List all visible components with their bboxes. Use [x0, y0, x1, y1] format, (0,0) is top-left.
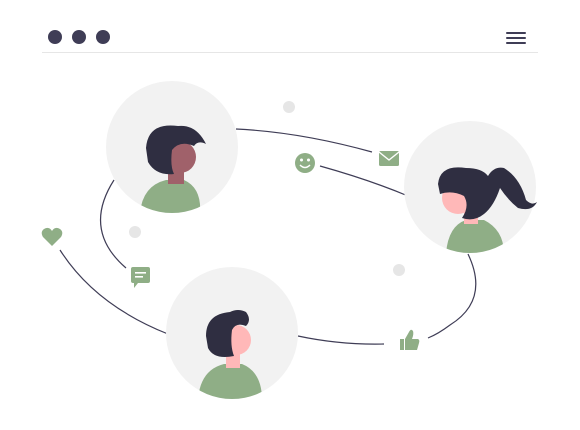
window-controls: [48, 30, 110, 44]
decor-dot: [283, 101, 295, 113]
chat-bubble-icon: [131, 267, 150, 288]
decor-dot: [393, 264, 405, 276]
shirt: [140, 180, 201, 213]
connection-line: [235, 128, 373, 153]
connection-line: [319, 165, 409, 197]
thumbs-up-icon: [400, 329, 420, 350]
window-dot-icon[interactable]: [72, 30, 86, 44]
window-dot-icon[interactable]: [48, 30, 62, 44]
person-right[interactable]: [404, 121, 537, 254]
hamburger-menu-icon[interactable]: [506, 31, 526, 45]
hair: [206, 310, 249, 357]
connection-lines: [59, 128, 477, 345]
connection-line: [59, 249, 169, 335]
window-dot-icon[interactable]: [96, 30, 110, 44]
envelope-icon: [378, 151, 400, 166]
person-top-left[interactable]: [106, 81, 238, 214]
connection-line: [297, 335, 385, 345]
hair: [438, 167, 537, 220]
connection-line: [427, 253, 477, 339]
decor-dot: [129, 226, 141, 238]
person-bottom[interactable]: [166, 267, 298, 400]
window-titlebar: [42, 22, 538, 53]
hair: [146, 125, 206, 175]
heart-icon: [41, 227, 63, 246]
shirt: [446, 220, 504, 253]
shirt: [198, 364, 262, 399]
connection-line: [100, 179, 127, 269]
smiley-icon: [295, 153, 315, 173]
